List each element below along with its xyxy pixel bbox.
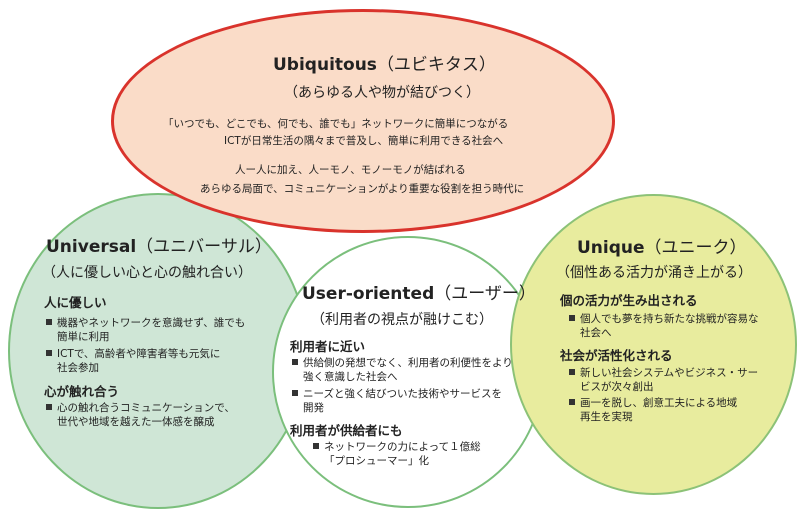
universal-bullet-3: 心の触れ合うコミュニケーションで、 世代や地域を越えた一体感を醸成 — [46, 401, 235, 429]
user-bullet-1: 供給側の発想でなく、利用者の利便性をより 強く意識した社会へ — [292, 356, 513, 384]
unique-title: Unique（ユニーク） — [577, 238, 747, 258]
unique-bullet-3: 画一を脱し、創意工夫による地域 再生を実現 — [569, 396, 737, 424]
user-oriented-subtitle: （利用者の視点が融けこむ） — [311, 312, 493, 328]
unique-bullet-2: 新しい社会システムやビジネス・サー ビスが次々創出 — [569, 366, 758, 394]
ubiquitous-line-2: ICTが日常生活の隅々まで普及し、簡単に利用できる社会へ — [224, 135, 504, 147]
unique-heading-individual: 個の活力が生み出される — [560, 293, 698, 308]
universal-heading-touch: 心が触れ合う — [44, 384, 120, 399]
universal-title: Universal（ユニバーサル） — [46, 237, 272, 257]
ubiquitous-line-3: 人ー人に加え、人ーモノ、モノーモノが結ばれる — [235, 164, 466, 176]
universal-heading-kind: 人に優しい — [44, 295, 107, 310]
ubiquitous-title: Ubiquitous（ユビキタス） — [273, 55, 496, 75]
ubiquitous-line-1: 「いつでも、どこでも、何でも、誰でも」ネットワークに簡単につながる — [163, 118, 509, 130]
unique-heading-society: 社会が活性化される — [560, 348, 673, 363]
unique-bullet-1: 個人でも夢を持ち新たな挑戦が容易な 社会へ — [569, 312, 759, 340]
unique-subtitle: （個性ある活力が涌き上がる） — [556, 265, 752, 281]
user-oriented-circle — [272, 236, 544, 508]
universal-circle — [8, 193, 308, 509]
user-bullet-3: ネットワークの力によって１億総 「プロシューマー」化 — [313, 440, 481, 468]
universal-bullet-2: ICTで、高齢者や障害者等も元気に 社会参加 — [46, 347, 220, 375]
ubiquitous-line-4: あらゆる局面で、コミュニケーションがより重要な役割を担う時代に — [200, 183, 525, 195]
unique-circle — [510, 194, 797, 495]
user-oriented-title: User-oriented（ユーザー） — [302, 284, 536, 304]
ubiquitous-subtitle: （あらゆる人や物が結びつく） — [284, 85, 480, 101]
user-heading-close: 利用者に近い — [290, 339, 366, 354]
ubiquitous-ellipse — [111, 9, 615, 233]
universal-bullet-1: 機器やネットワークを意識せず、誰でも 簡単に利用 — [46, 316, 245, 344]
universal-subtitle: （人に優しい心と心の触れ合い） — [42, 265, 252, 281]
user-bullet-2: ニーズと強く結びついた技術やサービスを 開発 — [292, 387, 502, 415]
user-heading-supplier: 利用者が供給者にも — [290, 423, 403, 438]
